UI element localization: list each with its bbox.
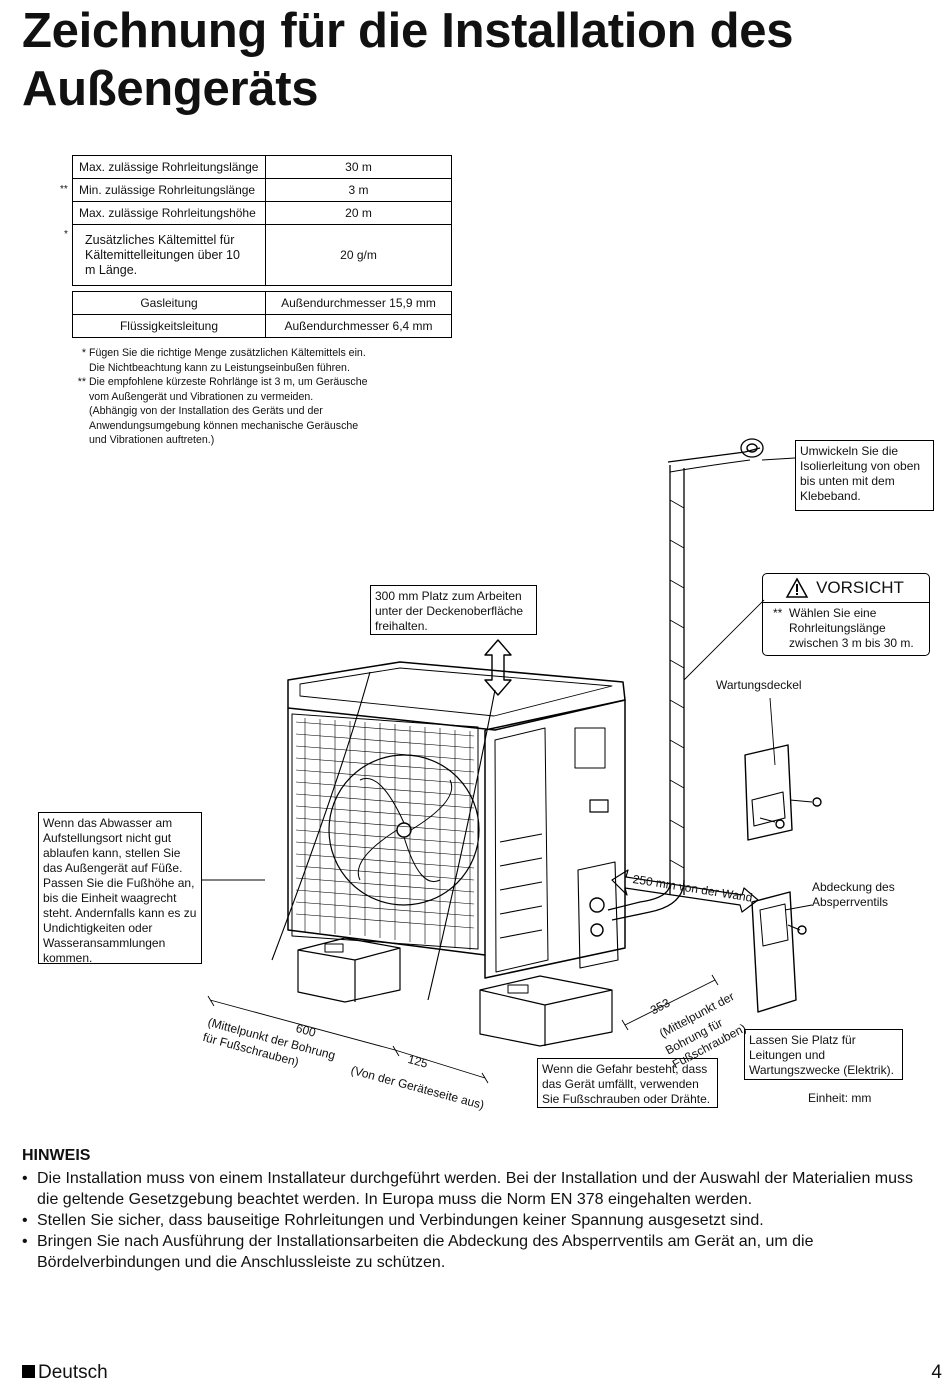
page-number: 4 (931, 1362, 942, 1383)
clearance-arrow (484, 639, 512, 696)
service-cover-part (744, 744, 793, 841)
note-line: **Die empfohlene kürzeste Rohrlänge ist … (77, 376, 368, 388)
outdoor-unit-side (484, 699, 626, 979)
table-cell-label: Gasleitung (72, 291, 266, 315)
table-cell-label: Max. zulässige Rohrleitungshöhe (72, 201, 266, 225)
pipe-diameter-table: Gasleitung Außendurchmesser 15,9 mm Flüs… (72, 291, 452, 338)
table-row: Zusätzliches Kältemittel für Kältemittel… (72, 224, 452, 286)
callout-top-clearance: 300 mm Platz zum Arbeiten unter der Deck… (370, 585, 537, 635)
note-line: *Fügen Sie die richtige Menge zusätzlich… (81, 347, 366, 359)
note-line: (Abhängig von der Installation des Gerät… (89, 405, 323, 417)
dimension-line-353 (621, 974, 719, 1031)
pipe-bend (607, 879, 685, 921)
callout-drainage: Wenn das Abwasser am Aufstellungsort nic… (38, 812, 202, 965)
square-bullet-icon (22, 1365, 35, 1378)
table-cell-label: Zusätzliches Kältemittel für Kältemittel… (72, 224, 266, 286)
table-cell-label: Max. zulässige Rohrleitungslänge (72, 155, 266, 179)
table-cell-value: 20 m (265, 201, 452, 225)
callout-wrap-tape: Umwickeln Sie die Isolierleitung von obe… (795, 440, 934, 511)
footer-language: Deutsch (22, 1362, 108, 1384)
note-line: und Vibrationen auftreten.) (89, 434, 215, 446)
insulated-pipe (669, 465, 685, 895)
note-line: Die Nichtbeachtung kann zu Leistungseinb… (89, 361, 350, 374)
installation-illustration (200, 438, 822, 1084)
list-item: Stellen Sie sicher, dass bauseitige Rohr… (22, 1210, 922, 1231)
table-row: Min. zulässige Rohrleitungslänge 3 m (72, 178, 452, 202)
valve-cover-part (751, 891, 797, 1013)
caution-title: VORSICHT (816, 578, 904, 597)
list-item: Bringen Sie nach Ausführung der Installa… (22, 1231, 922, 1273)
table-cell-value: Außendurchmesser 6,4 mm (265, 314, 452, 338)
valve-panel (577, 861, 619, 969)
label-valve-cover: Abdeckung des Absperrventils (812, 880, 895, 909)
table-cell-value: 20 g/m (265, 224, 452, 286)
dimension-line-125 (394, 1049, 489, 1084)
footnote-mark-refrigerant: * (64, 229, 68, 240)
label-service-cover: Wartungsdeckel (716, 678, 802, 692)
hinweis-list: Die Installation muss von einem Installa… (22, 1168, 922, 1273)
note-line: vom Außengerät und Vibrationen zu vermei… (89, 390, 314, 403)
caution-box: VORSICHT ** Wählen Sie eine Rohrleitungs… (762, 573, 930, 656)
list-item: Die Installation muss von einem Installa… (22, 1168, 922, 1210)
hinweis-title: HINWEIS (22, 1147, 91, 1164)
caution-mark: ** (773, 606, 783, 620)
foot-block-left (297, 937, 401, 1003)
footnote-mark-min-length: ** (60, 184, 68, 195)
piping-spec-table: Max. zulässige Rohrleitungslänge 30 m Mi… (72, 155, 452, 286)
note-line: Anwendungsumgebung können mechanische Ge… (89, 419, 359, 432)
footnotes: *Fügen Sie die richtige Menge zusätzlich… (76, 346, 368, 448)
page-title: Zeichnung für die Installation des Außen… (22, 4, 794, 116)
table-row: Gasleitung Außendurchmesser 15,9 mm (72, 291, 452, 315)
table-cell-value: 3 m (265, 178, 452, 202)
foot-block-right (479, 975, 613, 1047)
callout-topple: Wenn die Gefahr besteht, dass das Gerät … (537, 1058, 718, 1108)
caution-text: Wählen Sie eine Rohrleitungslänge zwisch… (789, 606, 914, 650)
table-row: Flüssigkeitsleitung Außendurchmesser 6,4… (72, 314, 452, 338)
dimension-line-600 (207, 995, 400, 1057)
table-row: Max. zulässige Rohrleitungshöhe 20 m (72, 201, 452, 225)
callout-side-clearance: Lassen Sie Platz für Leitungen und Wartu… (744, 1029, 903, 1080)
label-unit: Einheit: mm (808, 1091, 872, 1105)
table-cell-label: Flüssigkeitsleitung (72, 314, 266, 338)
warning-triangle-icon (785, 577, 809, 598)
table-cell-label: Min. zulässige Rohrleitungslänge (72, 178, 266, 202)
